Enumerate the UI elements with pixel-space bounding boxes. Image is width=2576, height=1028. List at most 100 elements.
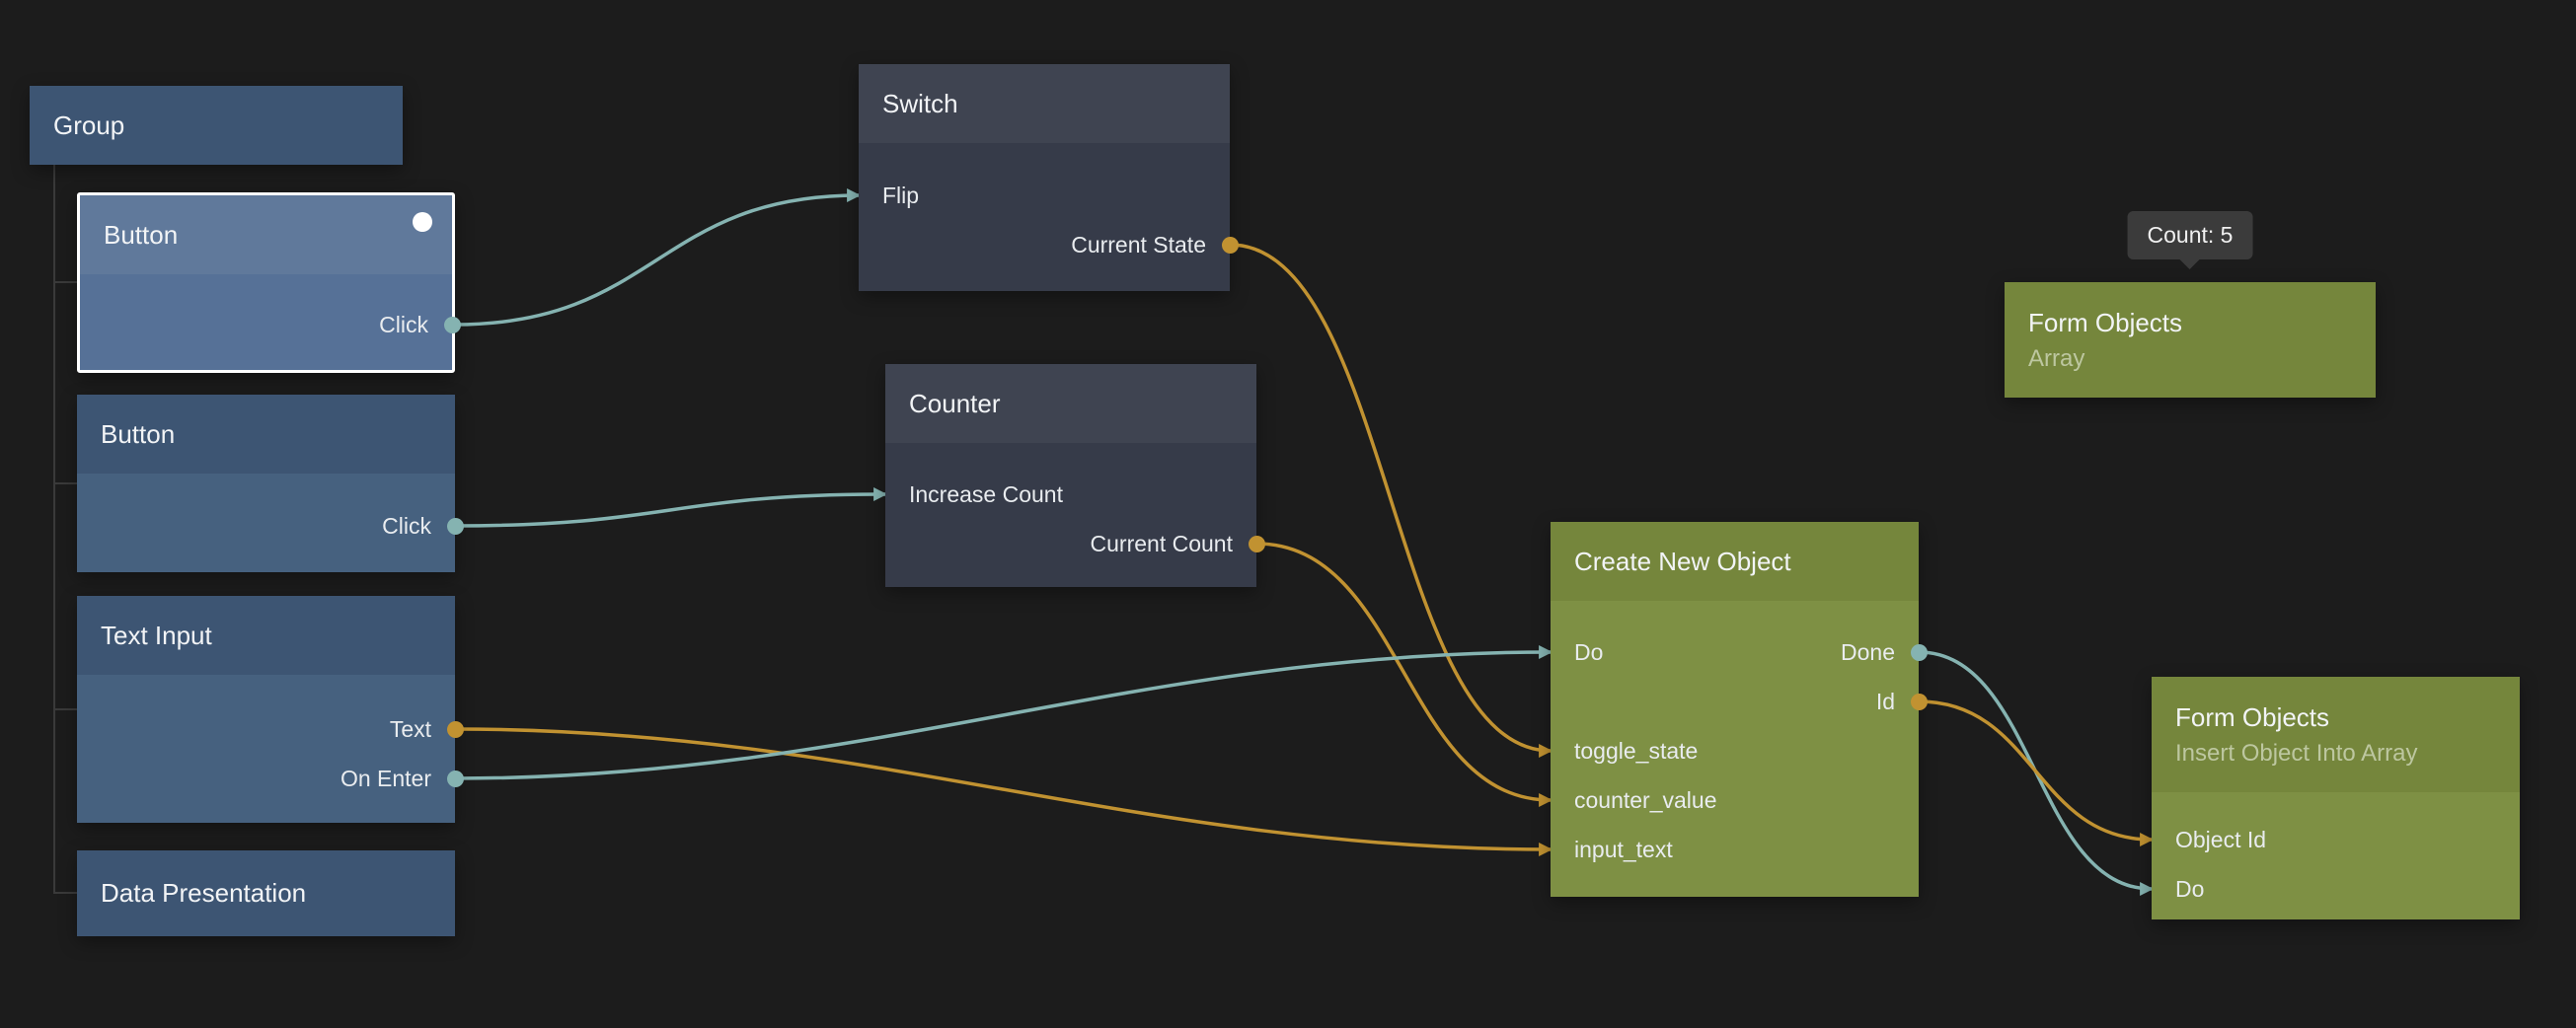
wire-switch-current-state-to-create-toggle-state[interactable] [1229, 243, 1553, 758]
port-input-text[interactable]: input_text [1574, 837, 1673, 863]
port-on-enter[interactable]: On Enter [340, 765, 464, 792]
port-row: Do [2152, 864, 2520, 914]
node-title: Text Input [101, 620, 212, 650]
port-do[interactable]: Do [2175, 876, 2204, 903]
port-object-id[interactable]: Object Id [2175, 827, 2266, 853]
port-row: Object Id [2152, 815, 2520, 864]
port-label: toggle_state [1574, 737, 1699, 764]
port-current-state[interactable]: Current State [1071, 231, 1239, 258]
port-increase-count[interactable]: Increase Count [909, 481, 1063, 508]
wire-button2-click-to-counter-increase-count[interactable] [454, 487, 888, 528]
node-header[interactable]: Form Objects Insert Object Into Array [2152, 677, 2520, 792]
port-row: Click [80, 300, 461, 349]
port-flip[interactable]: Flip [882, 183, 919, 209]
node-counter[interactable]: Counter Increase Count Current Count [885, 364, 1265, 587]
node-title: Button [104, 219, 179, 250]
group-connector-stub [53, 892, 77, 894]
node-title: Data Presentation [101, 878, 307, 908]
port-label: Current Count [1090, 530, 1233, 556]
port-label: Click [382, 512, 431, 539]
port-text[interactable]: Text [389, 715, 464, 743]
node-title: Button [101, 418, 176, 449]
port-counter-value[interactable]: counter_value [1574, 787, 1717, 814]
port-toggle-state[interactable]: toggle_state [1574, 738, 1698, 765]
port-dot[interactable] [1249, 535, 1265, 552]
port-label: Do [2175, 875, 2205, 902]
node-data-presentation[interactable]: Data Presentation [77, 850, 455, 936]
node-header[interactable]: Button [77, 395, 455, 474]
port-row: Id [1551, 677, 1928, 726]
node-body: Text On Enter [77, 675, 464, 823]
wire-button1-click-to-switch-flip[interactable] [454, 188, 862, 327]
node-button-selected[interactable]: Button Click [77, 192, 461, 373]
node-form-objects-insert[interactable]: Form Objects Insert Object Into Array Ob… [2152, 677, 2520, 919]
port-label: Id [1875, 688, 1895, 714]
node-title: Counter [909, 388, 1001, 418]
port-label: On Enter [340, 765, 431, 791]
port-row: Text [77, 704, 464, 754]
port-dot[interactable] [444, 316, 461, 333]
port-dot[interactable] [447, 720, 464, 738]
port-click[interactable]: Click [382, 512, 464, 540]
node-header[interactable]: Form Objects Array [2005, 282, 2376, 398]
node-body: Increase Count Current Count [885, 443, 1265, 587]
port-label: counter_value [1574, 786, 1717, 813]
node-body: Flip Current State [859, 143, 1239, 291]
port-row: Flip [859, 171, 1230, 220]
port-click[interactable]: Click [379, 311, 461, 338]
port-row: input_text [1551, 825, 1919, 874]
port-done[interactable]: Done [1841, 638, 1928, 666]
node-header[interactable]: Data Presentation [77, 850, 455, 936]
port-label: Done [1841, 638, 1895, 665]
node-form-objects-array[interactable]: Count: 5 Form Objects Array [2005, 211, 2376, 398]
group-connector-stub [53, 281, 77, 283]
node-body: Click [80, 274, 461, 370]
wire-counter-current-count-to-create-counter-value[interactable] [1255, 542, 1553, 807]
port-row: Do Done [1551, 627, 1928, 677]
node-header[interactable]: Text Input [77, 596, 455, 675]
node-header[interactable]: Button [80, 195, 452, 274]
port-row: toggle_state [1551, 726, 1919, 775]
port-row: Current State [859, 220, 1239, 269]
wire-textinput-on-enter-to-create-do[interactable] [454, 645, 1553, 780]
port-label: Object Id [2175, 826, 2267, 852]
port-do[interactable]: Do [1574, 639, 1603, 666]
port-label: Increase Count [909, 480, 1063, 507]
node-text-input[interactable]: Text Input Text On Enter [77, 596, 464, 823]
port-dot[interactable] [447, 770, 464, 787]
group-connector-vertical [53, 165, 55, 894]
node-body: Click [77, 474, 464, 572]
selection-indicator-dot [413, 212, 432, 232]
port-dot[interactable] [447, 517, 464, 535]
node-button[interactable]: Button Click [77, 395, 464, 572]
port-current-count[interactable]: Current Count [1090, 530, 1265, 557]
port-label: Text [389, 715, 431, 742]
node-subtitle: Insert Object Into Array [2175, 739, 2418, 767]
port-row: Current Count [885, 519, 1265, 568]
wire-create-id-to-insert-object-id[interactable] [1918, 699, 2155, 846]
wire-textinput-text-to-create-input-text[interactable] [454, 727, 1553, 856]
port-row: Increase Count [885, 470, 1256, 519]
port-label: Click [379, 311, 428, 337]
port-dot[interactable] [1911, 693, 1928, 710]
port-dot[interactable] [1222, 236, 1239, 254]
node-title: Create New Object [1574, 546, 1791, 576]
node-header[interactable]: Create New Object [1551, 522, 1919, 601]
port-row: Click [77, 501, 464, 551]
port-label: Current State [1071, 231, 1206, 257]
port-dot[interactable] [1911, 643, 1928, 661]
node-create-new-object[interactable]: Create New Object Do Done Id t [1551, 522, 1928, 897]
node-title: Switch [882, 88, 958, 118]
port-id[interactable]: Id [1875, 688, 1928, 715]
node-header[interactable]: Counter [885, 364, 1256, 443]
node-switch[interactable]: Switch Flip Current State [859, 64, 1239, 291]
node-header[interactable]: Switch [859, 64, 1230, 143]
node-body: Object Id Do [2152, 792, 2520, 919]
port-row: counter_value [1551, 775, 1919, 825]
node-body: Do Done Id toggle_state [1551, 601, 1928, 897]
count-tooltip: Count: 5 [2127, 211, 2253, 269]
node-header[interactable]: Group [30, 86, 403, 165]
node-group[interactable]: Group [30, 86, 403, 165]
